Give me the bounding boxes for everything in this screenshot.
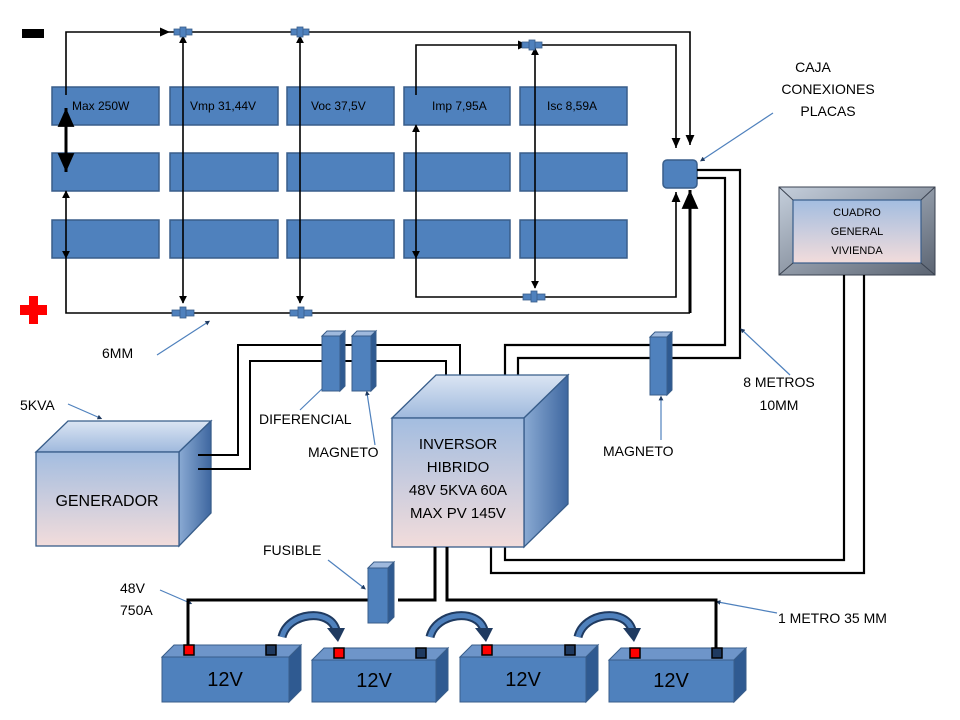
panel-r2-c1 bbox=[51, 152, 160, 192]
panel-r2-c5 bbox=[519, 152, 628, 192]
solar-panel-array bbox=[51, 86, 628, 259]
plus-sign-icon bbox=[20, 296, 47, 324]
pv-cable-to-inverter bbox=[503, 168, 742, 375]
magneto-left bbox=[350, 329, 378, 393]
panel-r1-c2 bbox=[169, 86, 279, 126]
magneto-left-label: MAGNETO bbox=[308, 444, 379, 460]
panel-label-isc: Isc 8,59A bbox=[547, 99, 597, 113]
minus-sign-icon bbox=[22, 29, 44, 38]
fuse-block bbox=[366, 560, 396, 625]
callout-lines bbox=[67, 112, 791, 614]
generator-power-label: 5KVA bbox=[20, 397, 55, 413]
cable-8m-label-line1: 8 METROS bbox=[743, 374, 815, 390]
magneto-right bbox=[648, 330, 674, 397]
panel-r1-c4 bbox=[403, 86, 511, 126]
combiner-box bbox=[662, 159, 698, 189]
battery-spec-line1: 48V bbox=[120, 580, 146, 596]
battery-bank bbox=[160, 643, 748, 704]
battery-spec-line2: 750A bbox=[120, 602, 153, 618]
cuadro-general-panel bbox=[778, 186, 936, 276]
inverter-label-line4: MAX PV 145V bbox=[410, 505, 506, 522]
inverter-label-line3: 48V 5KVA 60A bbox=[409, 482, 507, 499]
panel-r3-c5 bbox=[519, 219, 628, 259]
fusible-label: FUSIBLE bbox=[263, 542, 321, 558]
inverter-label-line1: INVERSOR bbox=[419, 436, 498, 453]
battery-3-label: 12V bbox=[505, 669, 541, 691]
ac-output-wiring bbox=[489, 275, 866, 575]
caja-label-line2: CONEXIONES bbox=[781, 81, 874, 97]
t-connector-icon bbox=[171, 26, 546, 319]
curved-arrow-icon bbox=[573, 611, 641, 642]
panel-r3-c3 bbox=[286, 219, 395, 259]
caja-label-line3: PLACAS bbox=[800, 103, 855, 119]
curved-arrow-icon bbox=[425, 611, 493, 642]
panel-label-max: Max 250W bbox=[72, 99, 130, 113]
battery-2-label: 12V bbox=[356, 670, 392, 692]
curved-arrow-icon bbox=[277, 611, 345, 642]
battery-2 bbox=[310, 646, 450, 704]
diferencial-breaker bbox=[320, 329, 347, 393]
panel-r3-c2 bbox=[169, 219, 279, 259]
battery-4-label: 12V bbox=[653, 670, 689, 692]
panel-label-imp: Imp 7,95A bbox=[432, 99, 487, 113]
cable-8m-label-line2: 10MM bbox=[760, 397, 799, 413]
panel-r3-c4 bbox=[403, 219, 511, 259]
panel-r2-c2 bbox=[169, 152, 279, 192]
dc-wiring bbox=[62, 27, 695, 314]
ac-generator-wiring bbox=[198, 344, 461, 470]
diferencial-label: DIFERENCIAL bbox=[259, 411, 352, 427]
battery-1 bbox=[160, 643, 303, 704]
generator-label: GENERADOR bbox=[55, 493, 158, 510]
panel-label-voc: Voc 37,5V bbox=[311, 99, 366, 113]
battery-4 bbox=[607, 646, 748, 704]
battery-3 bbox=[458, 643, 600, 704]
inverter-box bbox=[390, 373, 570, 549]
caja-label-line1: CAJA bbox=[795, 59, 831, 75]
panel-r2-c3 bbox=[286, 152, 395, 192]
panel-r2-c4 bbox=[403, 152, 511, 192]
cuadro-label-line2: GENERAL bbox=[831, 226, 884, 238]
battery-wiring bbox=[186, 547, 718, 648]
cuadro-label-line1: CUADRO bbox=[833, 207, 881, 219]
battery-1-label: 12V bbox=[207, 669, 243, 691]
series-link-arrows bbox=[277, 611, 641, 642]
panel-r1-c3 bbox=[286, 86, 395, 126]
cable-6mm-label: 6MM bbox=[102, 345, 133, 361]
panel-label-vmp: Vmp 31,44V bbox=[190, 99, 256, 113]
panel-r3-c1 bbox=[51, 219, 160, 259]
cable-1m-label: 1 METRO 35 MM bbox=[778, 610, 887, 626]
cuadro-label-line3: VIVIENDA bbox=[831, 245, 883, 257]
inverter-label-line2: HIBRIDO bbox=[427, 459, 490, 476]
magneto-right-label: MAGNETO bbox=[603, 443, 674, 459]
generator-box bbox=[34, 419, 213, 548]
